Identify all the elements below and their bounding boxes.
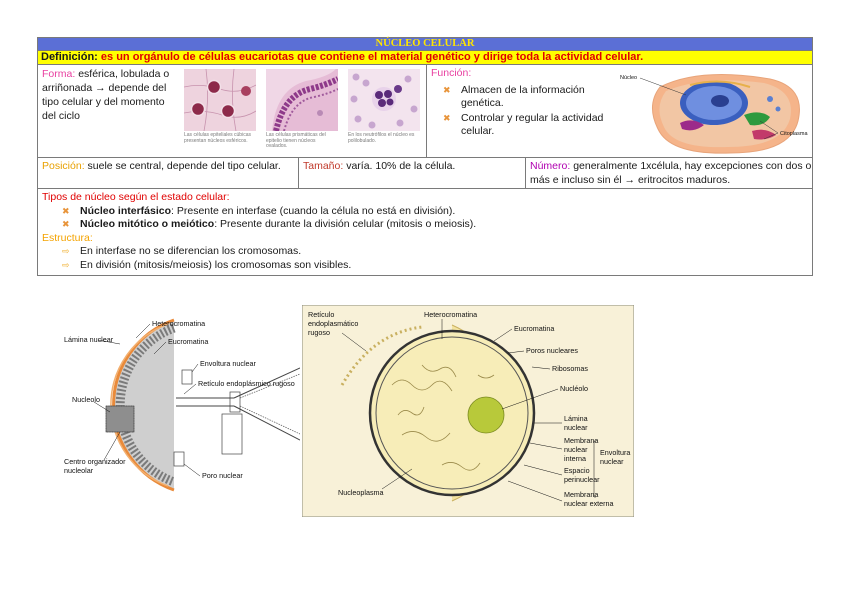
cross-bullet-icon: ✖ xyxy=(443,84,451,98)
cross-bullet-icon: ✖ xyxy=(62,218,70,232)
label-euchromatin-r: Eucromatina xyxy=(514,324,554,333)
function-label: Función: xyxy=(431,67,471,79)
list-item: ✖Núcleo mitótico o meiótico: Presente du… xyxy=(42,218,812,232)
position-cell: Posición: suele se central, depende del … xyxy=(38,159,298,173)
micrograph-spherical: Las células epiteliales cúbicas presenta… xyxy=(184,69,256,144)
function-cell: Función: ✖Almacen de la información gené… xyxy=(426,65,621,157)
definition-row: Definición: es un orgánulo de células eu… xyxy=(38,51,812,65)
micrograph-oval-image xyxy=(266,69,338,131)
list-item: ✖Controlar y regular la actividad celula… xyxy=(431,112,621,139)
number-text: generalmente 1xcélula, hay excepciones c… xyxy=(530,160,811,186)
label-inner-2: nuclear xyxy=(564,445,588,454)
number-label: Número: xyxy=(530,160,570,172)
arrow-bullet-icon: ⇨ xyxy=(62,259,70,273)
label-nucleoplasm: Nucleoplasma xyxy=(338,488,384,497)
label-organizer-2: nucleolar xyxy=(64,466,94,475)
label-inner-3: interna xyxy=(564,454,586,463)
position-text: suele se central, depende del tipo celul… xyxy=(88,160,281,172)
label-euchromatin: Eucromatina xyxy=(168,337,208,346)
number-cell: Número: generalmente 1xcélula, hay excep… xyxy=(525,158,813,188)
label-nucleolus-r: Nucléolo xyxy=(560,384,588,393)
cell-cytoplasm-label: Citoplasma xyxy=(780,131,808,137)
list-item: ⇨En división (mitosis/meiosis) los cromo… xyxy=(42,259,812,273)
position-label: Posición: xyxy=(42,160,85,172)
size-cell: Tamaño: varía. 10% de la célula. xyxy=(298,158,527,188)
label-lamina-1: Lámina xyxy=(564,414,588,423)
label-rough-er: Retículo endoplásmico rugoso xyxy=(198,379,295,388)
label-pores: Poros nucleares xyxy=(526,346,578,355)
page-title: NÚCLEO CELULAR xyxy=(38,38,812,51)
label-heterochromatin: Heterocromatina xyxy=(152,319,205,328)
nucleus-diagram-figure: Retículo endoplasmático rugoso Heterocro… xyxy=(302,305,634,517)
label-rer-2: endoplasmático xyxy=(308,319,358,328)
position-size-number-row: Posición: suele se central, depende del … xyxy=(38,158,812,189)
label-outer-2: nuclear externa xyxy=(564,499,614,508)
micrograph-caption: En los neutrófilos el núcleo es polilobu… xyxy=(348,133,420,144)
types-structure-row: Tipos de núcleo según el estado celular:… xyxy=(38,189,812,275)
size-text: varía. 10% de la célula. xyxy=(346,160,455,172)
shape-label: Forma: xyxy=(42,68,75,80)
cross-bullet-icon: ✖ xyxy=(62,205,70,219)
label-inner-1: Membrana xyxy=(564,436,598,445)
types-heading: Tipos de núcleo según el estado celular: xyxy=(42,191,812,205)
definition-label: Definición: xyxy=(41,51,98,63)
label-outer-1: Membrana xyxy=(564,490,598,499)
label-nuclear-pore: Poro nuclear xyxy=(202,471,243,480)
cross-bullet-icon: ✖ xyxy=(443,112,451,126)
label-nucleolus: Nucleolo xyxy=(72,395,100,404)
label-envelope-2: nuclear xyxy=(600,457,624,466)
arrow-bullet-icon: ⇨ xyxy=(62,245,70,259)
micrograph-strip: Las células epiteliales cúbicas presenta… xyxy=(184,69,420,153)
function-list: ✖Almacen de la información genética. ✖Co… xyxy=(431,84,621,139)
label-lamina-2: nuclear xyxy=(564,423,588,432)
label-rer-1: Retículo xyxy=(308,310,334,319)
micrograph-caption: Las células prismáticas del epitelio tie… xyxy=(266,133,338,150)
shape-cell: Forma: esférica, lobulada o arriñonada →… xyxy=(42,67,180,123)
micrograph-oval: Las células prismáticas del epitelio tie… xyxy=(266,69,338,150)
micrograph-lobulated: En los neutrófilos el núcleo es polilobu… xyxy=(348,69,420,144)
nucleus-section-figure: Lámina nuclear Heterocromatina Eucromati… xyxy=(64,314,300,498)
micrograph-spherical-image xyxy=(184,69,256,131)
label-space-1: Espacio xyxy=(564,466,590,475)
micrograph-lobulated-image xyxy=(348,69,420,131)
list-item: ⇨En interfase no se diferencian los crom… xyxy=(42,245,812,259)
shape-function-row: Forma: esférica, lobulada o arriñonada →… xyxy=(38,65,812,158)
list-item: ✖Núcleo interfásico: Presente en interfa… xyxy=(42,205,812,219)
label-heterochromatin-r: Heterocromatina xyxy=(424,310,477,319)
label-organizer-1: Centro organizador xyxy=(64,457,126,466)
size-label: Tamaño: xyxy=(303,160,343,172)
micrograph-caption: Las células epiteliales cúbicas presenta… xyxy=(184,133,256,144)
label-envelope-1: Envoltura xyxy=(600,448,630,457)
label-rer-3: rugoso xyxy=(308,328,330,337)
structure-heading: Estructura: xyxy=(42,232,812,246)
label-space-2: perinuclear xyxy=(564,475,600,484)
definition-text: es un orgánulo de células eucariotas que… xyxy=(101,51,643,63)
cell-illustration: Núcleo Citoplasma xyxy=(620,69,810,155)
label-ribosomes: Ribosomas xyxy=(552,364,588,373)
cell-nucleus-label: Núcleo xyxy=(620,75,637,81)
label-lamina: Lámina nuclear xyxy=(64,335,114,344)
summary-table: NÚCLEO CELULAR Definición: es un orgánul… xyxy=(37,37,813,276)
label-nuclear-envelope: Envoltura nuclear xyxy=(200,359,257,368)
list-item: ✖Almacen de la información genética. xyxy=(431,84,621,111)
